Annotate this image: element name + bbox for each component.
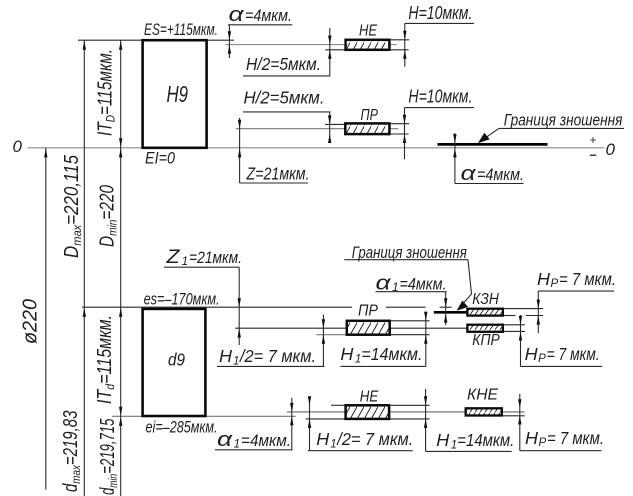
svg-text:=219,83: =219,83 [60, 411, 82, 466]
svg-text:Р: Р [538, 353, 546, 365]
svg-text:= 7 мкм.: = 7 мкм. [559, 269, 616, 289]
svg-text:=220: =220 [97, 185, 119, 220]
svg-text:1: 1 [234, 437, 241, 451]
svg-text:=115мкм.: =115мкм. [94, 315, 116, 384]
svg-text:Н: Н [525, 428, 538, 448]
svg-text:α: α [376, 273, 392, 295]
svg-text:1: 1 [392, 280, 399, 294]
svg-text:H/2=5мкм.: H/2=5мкм. [244, 88, 325, 108]
svg-text:=14мкм.: =14мкм. [457, 430, 514, 450]
svg-text:IT: IT [94, 388, 116, 404]
svg-text:=21мкм.: =21мкм. [189, 249, 242, 267]
svg-text:α: α [217, 429, 233, 451]
svg-text:1: 1 [355, 354, 361, 366]
svg-text:= 7 мкм.: = 7 мкм. [547, 344, 600, 364]
svg-text:max: max [70, 224, 84, 246]
svg-text:КЗН: КЗН [472, 291, 499, 308]
svg-text:НЕ: НЕ [359, 23, 377, 40]
svg-text:Н: Н [537, 269, 550, 289]
svg-text:0: 0 [606, 140, 616, 159]
svg-text:=219,715: =219,715 [97, 418, 119, 474]
svg-text:= 7 мкм.: = 7 мкм. [547, 428, 604, 448]
svg-text:=220,115: =220,115 [61, 154, 83, 225]
svg-text:ei=–285мкм.: ei=–285мкм. [146, 419, 218, 437]
svg-text:es=–170мкм.: es=–170мкм. [144, 291, 220, 309]
svg-text:+: + [590, 135, 597, 147]
svg-text:Н: Н [436, 430, 449, 450]
svg-text:Z: Z [165, 247, 181, 268]
svg-text:ПР: ПР [361, 107, 379, 124]
svg-text:Н: Н [340, 344, 353, 364]
svg-text:max: max [69, 464, 83, 483]
svg-text:min: min [106, 219, 120, 236]
svg-text:1: 1 [451, 440, 457, 452]
svg-text:1: 1 [330, 439, 336, 451]
svg-text:1: 1 [233, 356, 239, 368]
svg-text:D: D [61, 246, 83, 258]
svg-text:/2= 7 мкм.: /2= 7 мкм. [336, 429, 413, 449]
svg-text:=4мкм.: =4мкм. [400, 276, 447, 294]
svg-text:d: d [97, 487, 119, 495]
svg-text:Границя зношення: Границя зношення [504, 111, 623, 130]
svg-text:=4мкм.: =4мкм. [241, 432, 291, 450]
svg-text:КПР: КПР [472, 332, 500, 349]
svg-text:α: α [461, 163, 477, 185]
svg-text:=115мкм.: =115мкм. [95, 49, 117, 115]
svg-text:Границя зношення: Границя зношення [352, 243, 467, 262]
svg-text:D: D [104, 115, 118, 123]
svg-text:=4мкм.: =4мкм. [245, 7, 292, 25]
svg-text:Н: Н [525, 344, 538, 364]
svg-text:d: d [103, 384, 117, 390]
svg-text:=4мкм.: =4мкм. [477, 166, 524, 184]
svg-text:НЕ: НЕ [360, 389, 379, 406]
svg-text:КНЕ: КНЕ [467, 386, 499, 403]
svg-text:H/2=5мкм.: H/2=5мкм. [246, 54, 321, 74]
svg-text:D: D [97, 236, 119, 247]
svg-text:Р: Р [539, 437, 547, 449]
svg-text:Р: Р [551, 278, 559, 290]
svg-text:d: d [60, 483, 82, 492]
svg-text:Н: Н [219, 346, 232, 366]
svg-text:min: min [106, 474, 120, 488]
svg-text:IT: IT [95, 121, 117, 136]
svg-text:ø220: ø220 [20, 299, 42, 344]
svg-text:Н=10мкм.: Н=10мкм. [408, 3, 472, 23]
svg-text:H9: H9 [167, 81, 189, 107]
svg-text:Н: Н [316, 429, 329, 449]
svg-text:ES=+115мкм.: ES=+115мкм. [144, 21, 218, 39]
svg-text:EI=0: EI=0 [145, 150, 176, 168]
svg-text:d9: d9 [168, 350, 185, 370]
svg-text:=14мкм.: =14мкм. [361, 344, 422, 364]
svg-text:1: 1 [182, 254, 189, 268]
svg-text:/2= 7 мкм.: /2= 7 мкм. [239, 346, 316, 366]
svg-text:0: 0 [13, 137, 23, 156]
svg-text:Z=21мкм.: Z=21мкм. [246, 164, 310, 184]
svg-text:ПР: ПР [358, 303, 378, 320]
svg-text:Н=10мкм.: Н=10мкм. [408, 86, 472, 106]
svg-text:α: α [229, 4, 245, 26]
